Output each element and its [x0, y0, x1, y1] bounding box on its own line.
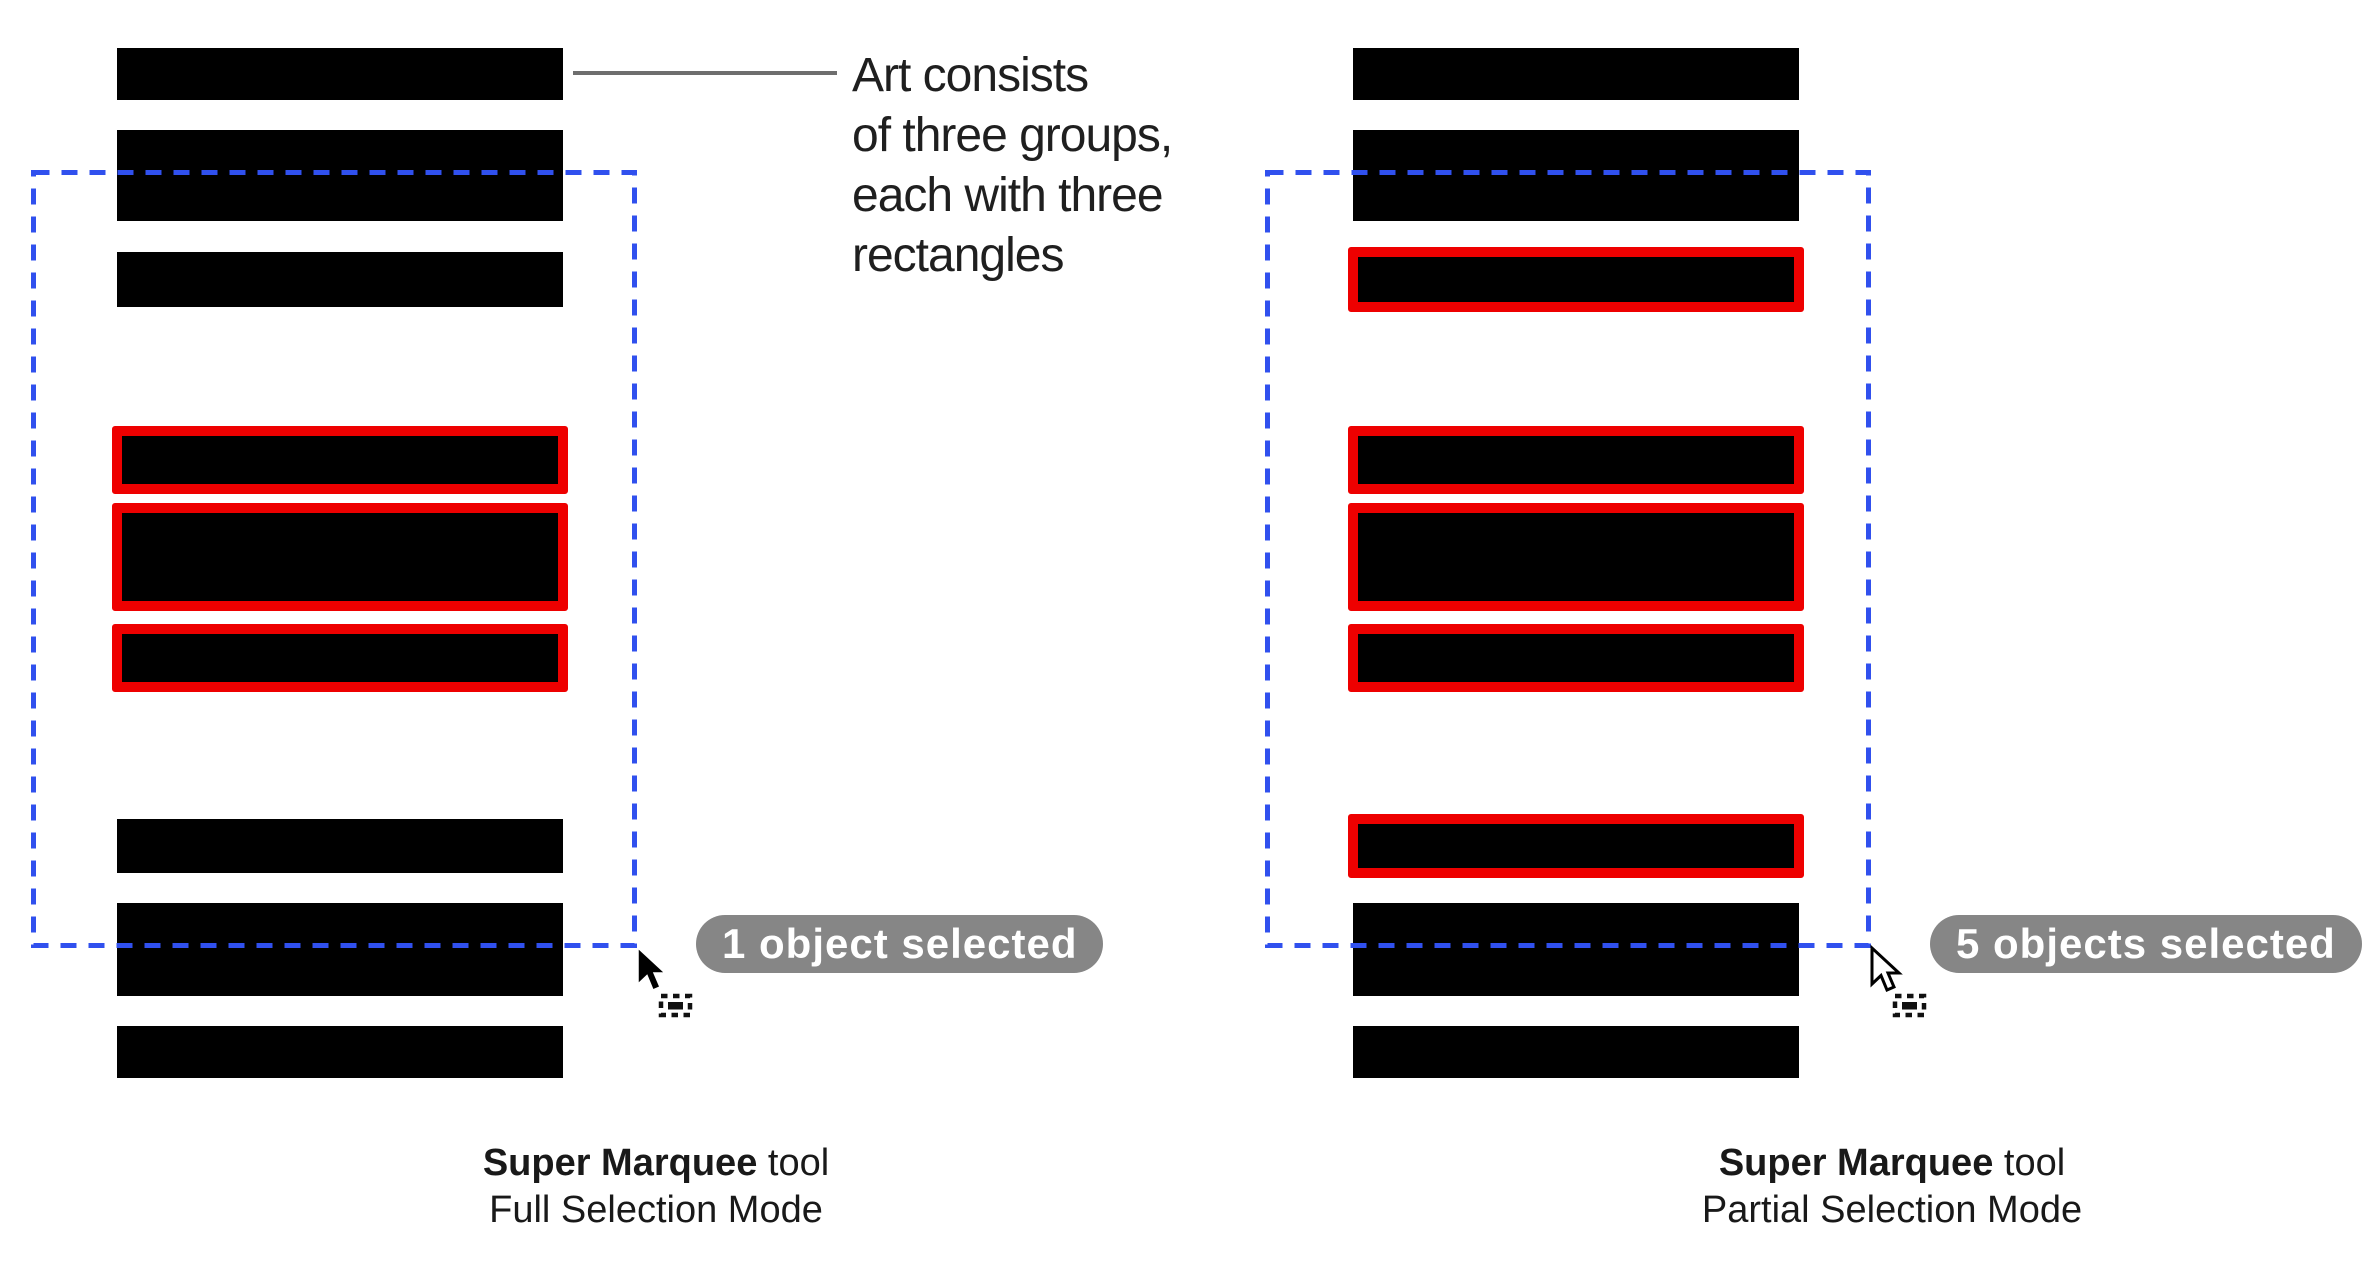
marquee-dashed-rect-cursor-icon	[1892, 993, 1927, 1018]
marquee-selection-rect	[1265, 170, 1871, 948]
caption-line1: Super Marquee tool	[206, 1140, 1106, 1187]
art-rectangle	[117, 1026, 563, 1078]
art-rectangle	[117, 819, 563, 873]
black-pointer-cursor-icon	[637, 946, 667, 991]
annotation-line: Art consists	[852, 49, 1089, 102]
art-rectangle	[1353, 48, 1799, 100]
marquee-dashed-rect-cursor-icon	[658, 993, 693, 1018]
annotation-note: Art consists of three groups, each with …	[852, 46, 1173, 286]
leader-line	[573, 71, 837, 75]
art-rectangle	[1353, 1026, 1799, 1078]
art-rectangle-selected	[1348, 247, 1804, 312]
annotation-line: rectangles	[852, 229, 1064, 282]
selection-count-badge: 5 objects selected	[1930, 915, 2362, 973]
art-rectangle-selected	[112, 503, 568, 611]
selection-count-badge: 1 object selected	[696, 915, 1104, 973]
art-rectangle-selected	[1348, 503, 1804, 611]
caption-tool-name: Super Marquee	[1718, 1142, 1994, 1184]
caption-tool-suffix: tool	[1993, 1142, 2066, 1184]
art-rectangle-selected	[112, 426, 568, 494]
marquee-selection-rect	[31, 170, 637, 948]
annotation-line: each with three	[852, 169, 1164, 222]
art-rectangle-selected	[112, 624, 568, 692]
art-rectangle	[1353, 130, 1799, 221]
art-rectangle-selected	[1348, 624, 1804, 692]
annotation-line: of three groups,	[852, 109, 1173, 162]
caption-tool-name: Super Marquee	[482, 1142, 758, 1184]
caption-line1: Super Marquee tool	[1442, 1140, 2342, 1187]
art-rectangle	[117, 130, 563, 221]
art-rectangle-selected	[1348, 814, 1804, 878]
art-rectangle	[1353, 903, 1799, 996]
white-pointer-cursor-icon	[1870, 944, 1903, 992]
art-rectangle	[117, 903, 563, 996]
art-rectangle	[117, 252, 563, 307]
caption-mode-label: Full Selection Mode	[489, 1189, 823, 1231]
art-rectangle	[117, 48, 563, 100]
art-rectangle-selected	[1348, 426, 1804, 494]
caption-mode-label: Partial Selection Mode	[1701, 1189, 2083, 1231]
caption-tool-suffix: tool	[757, 1142, 830, 1184]
